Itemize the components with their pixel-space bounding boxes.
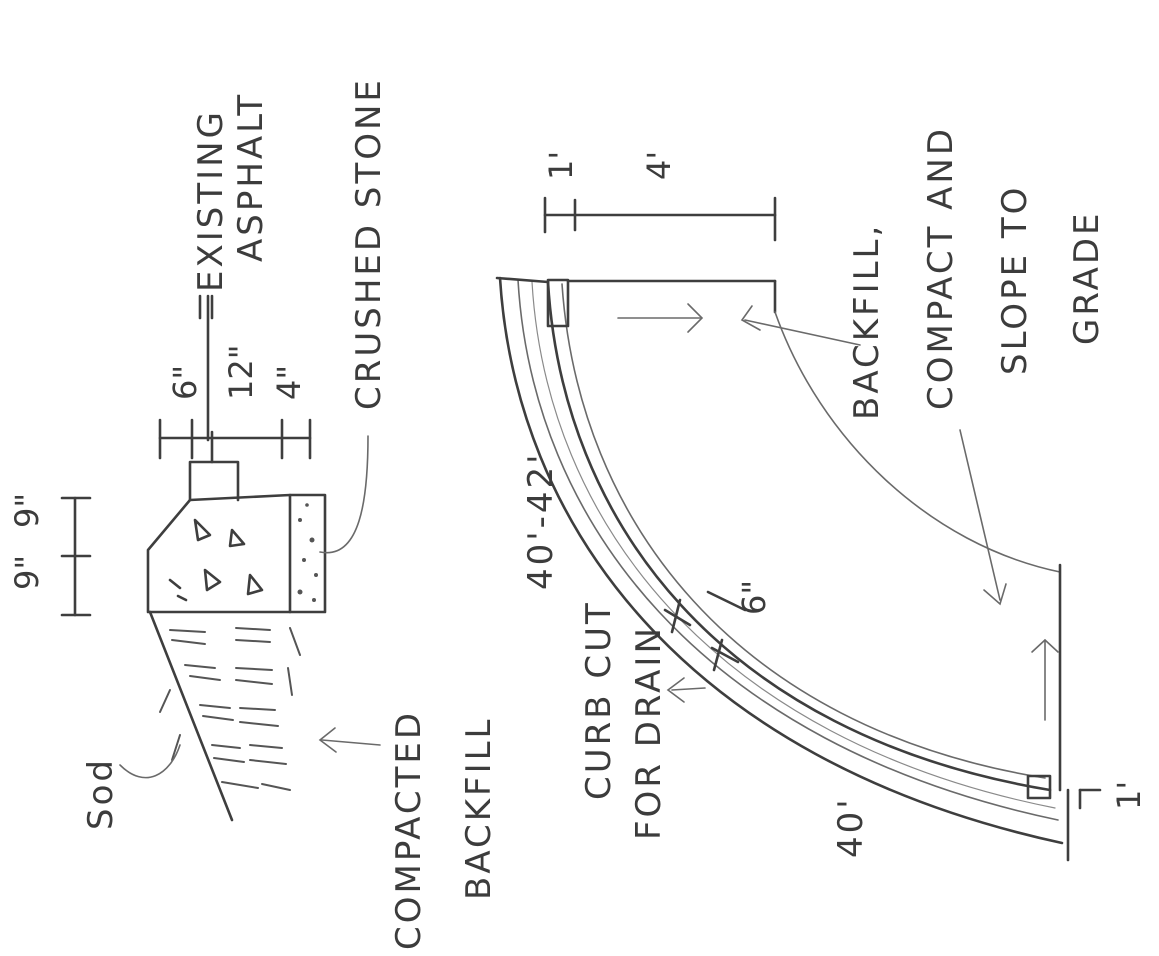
curb-outline bbox=[146, 493, 292, 614]
compacted-label: COMPACTED bbox=[389, 710, 429, 950]
curb-cut-arrow bbox=[671, 687, 706, 691]
backfill-label: BACKFILL bbox=[459, 717, 499, 901]
grade-line bbox=[148, 610, 234, 822]
dim-4-top: 4' bbox=[640, 151, 678, 180]
sod-label: Sod bbox=[81, 757, 121, 830]
backfill-note-4: GRADE bbox=[1067, 210, 1107, 345]
height-dimension: 9" 9" bbox=[8, 493, 92, 617]
dim-6-curb: 6" bbox=[735, 580, 773, 615]
curb-cut-note-2: FOR DRAIN bbox=[629, 625, 669, 840]
stone-dots bbox=[297, 503, 318, 602]
width-dimension: 1' 4' bbox=[542, 151, 777, 242]
curb-cut-note-1: CURB CUT bbox=[579, 600, 619, 800]
dim-4: 4" bbox=[270, 365, 308, 400]
sod-leader bbox=[119, 744, 181, 779]
asphalt-label: ASPHALT bbox=[231, 92, 271, 262]
backfill-hatch bbox=[159, 627, 301, 791]
outer-curb-arc bbox=[498, 276, 1064, 845]
asphalt-layer bbox=[188, 460, 240, 502]
crushed-stone-block bbox=[288, 493, 327, 614]
backfill-note-1: BACKFILL, bbox=[847, 223, 887, 420]
stone-leader bbox=[319, 435, 369, 554]
dim-9-upper: 9" bbox=[8, 555, 46, 590]
curb-thickness-dimension: 6" bbox=[663, 580, 773, 672]
backfill-note-3: SLOPE TO bbox=[995, 185, 1035, 375]
backfill-arrow bbox=[321, 739, 381, 746]
dim-9-lower: 9" bbox=[8, 493, 46, 528]
curb-cross-section: 9" 9" 6" 12" 4" Sod COMPACTED BACKFILL C… bbox=[8, 77, 499, 950]
plan-view: 1' 4' 6" 1' bbox=[495, 126, 1148, 862]
slope-arrows bbox=[617, 303, 1059, 721]
existing-label: EXISTING bbox=[191, 109, 231, 292]
bottom-dimension: 1' bbox=[1066, 781, 1148, 862]
dim-1-bottom: 1' bbox=[1110, 781, 1148, 810]
dim-12: 12" bbox=[222, 345, 260, 400]
depth-dimension: 6" 12" 4" bbox=[158, 345, 312, 460]
crushed-stone-label: CRUSHED STONE bbox=[349, 77, 389, 410]
aggregate-marks bbox=[168, 518, 264, 602]
dim-1-top: 1' bbox=[542, 151, 580, 180]
inner-curb-arc bbox=[546, 280, 1052, 792]
dim-6: 6" bbox=[166, 365, 204, 400]
backfill-inner-arc bbox=[774, 311, 1061, 573]
backfill-note-2: COMPACT AND bbox=[921, 126, 961, 410]
dim-40-label: 40' bbox=[831, 796, 871, 858]
radius-label: 40'-42' bbox=[521, 452, 561, 591]
